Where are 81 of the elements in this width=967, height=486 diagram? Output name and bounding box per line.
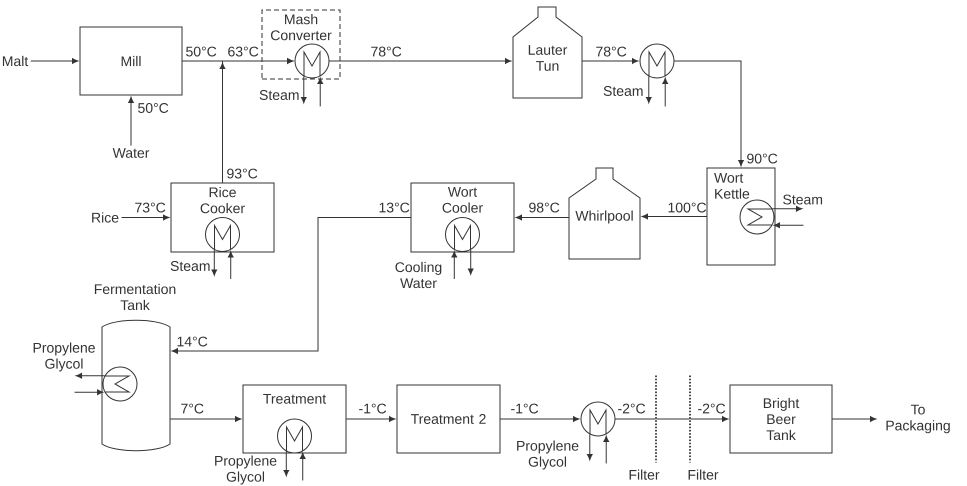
arrow [586,434,593,460]
heat-exchanger-symbol [445,217,480,252]
stream-label: To Packaging [886,404,950,434]
heat-exchanger-symbol [740,200,774,234]
arrow [300,452,306,481]
process-box: Bright Beer Tank [730,384,832,454]
heat-exchanger-symbol [580,402,616,436]
edge-label: 7°C [181,404,204,414]
dashed-box: Mash Converter [262,10,340,80]
temperature-label: 63°C [228,46,258,56]
edge-label: 78°C [371,46,402,56]
arrow [74,389,104,396]
arrow [662,78,668,107]
edge-label: 73°C [135,202,166,212]
edge-label: Steam [604,86,643,96]
edge-label: -2°C [618,404,646,414]
arrow [832,416,876,422]
arrow [772,206,802,212]
arrow [690,416,728,422]
arrow [30,58,78,64]
process-box: Rice Cooker [170,182,274,252]
heat-exchanger-symbol [102,366,138,402]
stream-label: Water [112,148,150,158]
heat-exchanger-symbol [277,418,312,454]
filter-label: Filter [688,470,718,480]
edge-label: Cooling Water [395,262,442,288]
edge-label: 13°C [380,202,410,212]
edge-label: Propylene Glycol [34,342,95,372]
heat-exchanger-symbol [294,44,330,78]
arrow [451,251,458,280]
process-box: Treatment 2 [396,384,500,454]
vessel-title: Fermentation Tank [94,284,176,310]
filter-label: Filter [630,470,660,480]
arrow [642,214,707,220]
line [656,418,690,420]
edge-label: 90°C [747,154,778,164]
arrow [228,251,234,280]
arrow [211,249,218,276]
process-box: Treatment [242,384,346,454]
arrow [674,60,744,166]
process-box: Wort Cooler [410,182,514,252]
arrow [516,214,569,220]
arrow [582,58,638,64]
edge-label: Steam [783,194,822,204]
line [615,418,656,420]
edge-label: -2°C [698,404,726,414]
edge-label: Propylene Glycol [215,455,276,484]
arrow [128,96,134,146]
edge-label: 93°C [227,168,258,178]
arrow [329,58,512,64]
arrow [170,416,242,422]
stream-label: Malt [2,56,28,66]
arrow [76,372,106,379]
arrow [121,214,170,220]
arrow [346,416,396,422]
heat-exchanger-symbol [205,217,240,252]
edge-label: -1°C [359,404,386,414]
process-box: Wort Kettle [706,168,776,266]
arrow [300,76,307,104]
edge-label: 50°C [186,46,216,56]
arrow [500,416,580,422]
arrow [603,436,610,464]
edge-label: 50°C [138,103,168,113]
edge-label: 78°C [596,46,626,56]
edge-label: -1°C [511,404,538,414]
temperature-label: 14°C [178,336,208,346]
arrow [468,249,474,275]
heat-exchanger-symbol [640,44,674,78]
arrow [774,222,804,228]
process-box: Mill [80,26,182,96]
arrow [317,78,324,107]
arrow [283,450,290,476]
arrow [646,76,652,104]
stream-label: Rice [92,212,118,223]
edge-label: 98°C [529,202,560,212]
edge-label: Steam [170,261,210,271]
arrow [220,58,294,183]
edge-label: Propylene Glycol [517,440,578,470]
edge-label: 100°C [668,202,706,212]
arrow [172,217,411,354]
edge-label: Steam [260,90,299,100]
